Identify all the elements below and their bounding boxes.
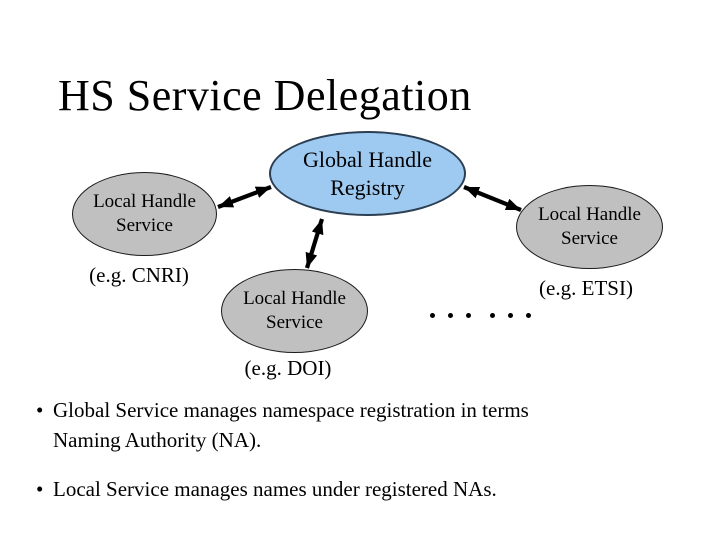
arrow-global-etsi [463, 185, 522, 212]
node-label-line: Registry [330, 174, 405, 200]
ellipsis-dot [490, 313, 495, 318]
bullet-line: Local Service manages names under regist… [53, 477, 497, 501]
node-local-service-doi: Local Handle Service [221, 269, 368, 353]
node-label-line: Service [116, 215, 173, 236]
node-label-line: Service [266, 312, 323, 333]
more-services-ellipsis [430, 313, 544, 319]
node-label-line: Service [561, 228, 618, 249]
bullet-icon: • [36, 477, 44, 501]
bullet-line: Global Service manages namespace registr… [53, 398, 529, 422]
caption-cnri: (e.g. CNRI) [89, 263, 189, 287]
node-label-line: Local Handle [538, 204, 641, 225]
node-local-service-etsi: Local Handle Service [516, 185, 663, 269]
caption-doi: (e.g. DOI) [244, 356, 332, 380]
caption-etsi: (e.g. ETSI) [539, 276, 633, 300]
arrow-global-doi [304, 218, 325, 269]
ellipsis-dot [526, 313, 531, 318]
bullet-item: • Local Service manages names under regi… [36, 474, 676, 504]
bullet-text: Local Service manages names under regist… [53, 474, 676, 504]
slide-title: HS Service Delegation [58, 71, 472, 120]
node-global-handle-registry: Global Handle Registry [269, 131, 466, 216]
ellipsis-dot [430, 313, 435, 318]
node-label-line: Local Handle [243, 288, 346, 309]
bullet-icon: • [36, 398, 44, 422]
node-label-line: Local Handle [93, 191, 196, 212]
ellipsis-dot [466, 313, 471, 318]
bullet-list: • Global Service manages namespace regis… [36, 395, 676, 504]
node-label-line: Global Handle [303, 146, 432, 172]
bullet-item: • Global Service manages namespace regis… [36, 395, 676, 455]
bullet-line: Naming Authority (NA). [53, 428, 262, 452]
bullet-text: Global Service manages namespace registr… [53, 395, 676, 455]
ellipsis-dot [508, 313, 513, 318]
arrow-cnri-global [217, 185, 272, 209]
node-local-service-cnri: Local Handle Service [72, 172, 217, 256]
ellipsis-dot [448, 313, 453, 318]
